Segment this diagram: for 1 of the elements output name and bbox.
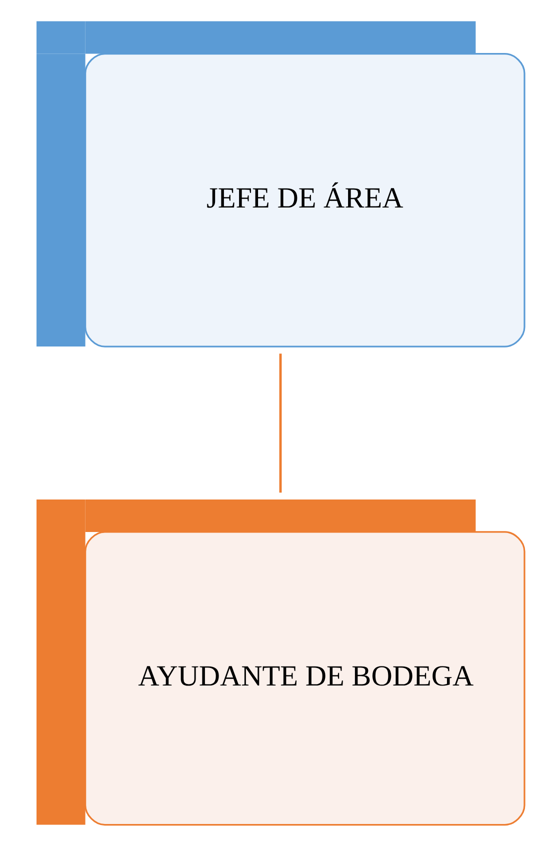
connector [278, 354, 282, 493]
